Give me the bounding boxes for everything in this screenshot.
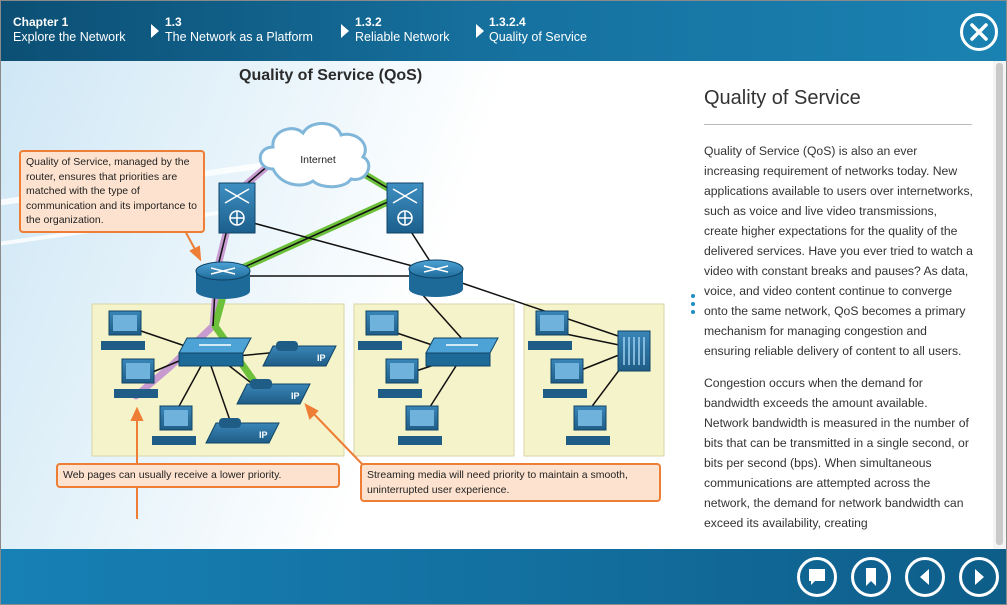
pc-workstation (101, 310, 145, 350)
close-icon (970, 23, 988, 41)
pc-workstation (358, 310, 402, 350)
breadcrumb-separator-icon (476, 24, 484, 38)
breadcrumb-topic[interactable]: 1.3.2 Reliable Network (355, 15, 449, 45)
footer-bar (1, 549, 1006, 604)
close-button[interactable] (960, 13, 998, 51)
content-body: Quality of Service (QoS) is also an ever… (704, 141, 974, 545)
pc-workstation (114, 358, 158, 398)
web-priority-callout: Web pages can usually receive a lower pr… (56, 463, 340, 488)
breadcrumb-number: Chapter 1 (13, 15, 69, 29)
comment-button[interactable] (797, 557, 837, 597)
qos-figure: Quality of Service (QoS) (1, 61, 677, 549)
multilayer-switch (218, 182, 256, 234)
server (617, 330, 651, 372)
pc-workstation (378, 358, 422, 398)
bookmark-button[interactable] (851, 557, 891, 597)
breadcrumb-number: 1.3.2 (355, 15, 382, 29)
content-title: Quality of Service (704, 87, 861, 109)
breadcrumb-section[interactable]: 1.3 The Network as a Platform (165, 15, 313, 45)
ip-label: IP (291, 391, 300, 401)
streaming-priority-callout: Streaming media will need priority to ma… (360, 463, 661, 502)
content-paragraph: Quality of Service (QoS) is also an ever… (704, 144, 973, 358)
internet-cloud: Internet (258, 122, 371, 189)
panel-resize-handle[interactable] (691, 294, 695, 316)
ip-label: IP (259, 430, 268, 440)
ip-phone: IP (205, 418, 280, 444)
breadcrumb-separator-icon (341, 24, 349, 38)
content-scrollbar[interactable] (993, 61, 1006, 549)
next-icon (975, 569, 984, 585)
breadcrumb-label: Quality of Service (489, 30, 587, 44)
pc-workstation (543, 358, 587, 398)
internet-label: Internet (300, 154, 336, 166)
header-bar: Chapter 1 Explore the Network 1.3 The Ne… (1, 1, 1006, 61)
ip-phone: IP (262, 341, 337, 367)
lan-switch (178, 337, 252, 367)
breadcrumb-label: The Network as a Platform (165, 30, 313, 44)
multilayer-switch (386, 182, 424, 234)
comment-icon (809, 569, 825, 585)
lan-switch (425, 337, 499, 367)
title-divider (704, 124, 972, 125)
pc-workstation (528, 310, 572, 350)
ip-label: IP (317, 353, 326, 363)
pc-workstation (398, 405, 442, 445)
breadcrumb-separator-icon (151, 24, 159, 38)
network-diagram: Internet (91, 122, 665, 519)
ip-phone: IP (236, 379, 311, 405)
breadcrumb-label: Reliable Network (355, 30, 450, 44)
scrollbar-thumb[interactable] (996, 63, 1003, 545)
breadcrumb-page[interactable]: 1.3.2.4 Quality of Service (489, 15, 587, 45)
breadcrumb-chapter[interactable]: Chapter 1 Explore the Network (13, 15, 126, 45)
router (195, 261, 251, 299)
breadcrumb-number: 1.3.2.4 (489, 15, 526, 29)
content-panel: Quality of Service Quality of Service (Q… (677, 61, 993, 549)
lan-zone (523, 303, 665, 457)
figure-title: Quality of Service (QoS) (239, 67, 423, 84)
breadcrumb-number: 1.3 (165, 15, 182, 29)
pc-workstation (566, 405, 610, 445)
router-qos-callout: Quality of Service, managed by the route… (19, 150, 205, 233)
content-paragraph: Congestion occurs when the demand for ba… (704, 376, 969, 530)
pc-workstation (152, 405, 196, 445)
breadcrumb-label: Explore the Network (13, 30, 126, 44)
router (408, 259, 464, 297)
previous-button[interactable] (905, 557, 945, 597)
previous-icon (920, 569, 929, 585)
next-button[interactable] (959, 557, 999, 597)
bookmark-icon (866, 568, 876, 586)
